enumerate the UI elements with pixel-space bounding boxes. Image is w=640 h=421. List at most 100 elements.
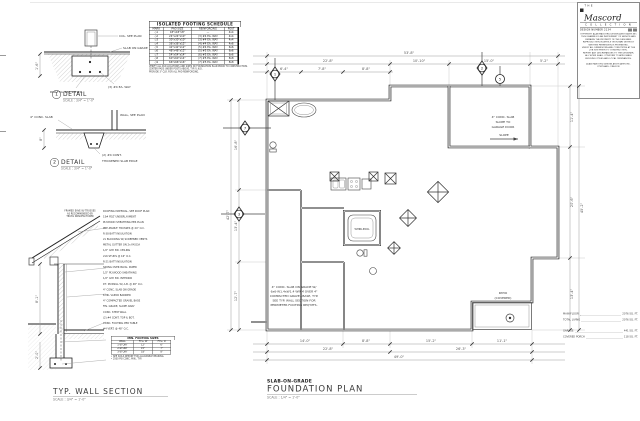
edge-tick xyxy=(0,131,6,132)
brand-collection: C O L L E C T I O N xyxy=(580,22,637,28)
dimension-lines xyxy=(229,54,581,362)
wall-section-geometry xyxy=(28,215,107,370)
dimension-texts: 53'-8" 22'-8" 10'-10" 15'-0" 5'-2" 6'-4"… xyxy=(226,51,584,359)
whirlpool-tub xyxy=(347,214,377,242)
svg-text:4" CONC. SLAB: 4" CONC. SLAB xyxy=(492,115,515,119)
text-line: • 2500 PSI CONC. MIN., TYP. xyxy=(111,358,142,361)
col-header: PAD SIZE xyxy=(163,26,192,32)
brand-row: THE Mascord xyxy=(580,5,637,23)
building-outline xyxy=(265,84,560,332)
text-line: ALAN MASCORD DESIGN ASSOCIATES INC. xyxy=(586,62,631,66)
text-line: R-21 BATT INSULATION xyxy=(103,260,132,264)
refrigerator xyxy=(361,178,372,190)
text-line: REMAINS THE PROPERTY OF THE DESIGNER. xyxy=(585,37,632,41)
detail1-title: 1 DETAIL SCALE : 3/4" = 1'-0" xyxy=(52,90,192,115)
text-line: 6 MIL VAPOR BARRIER xyxy=(103,294,131,298)
foundation-plan-svg: 1 7 3 2 5 53'-8" 22'-8" 10'-10" 15'-0" xyxy=(221,51,585,364)
title-block-footer: ALAN MASCORD DESIGN ASSOCIATES INC.PORTL… xyxy=(580,63,637,68)
brand-name: Mascord xyxy=(584,13,622,23)
plan-title-block: SLAB-ON-GRADE FOUNDATION PLAN SCALE : 1/… xyxy=(267,379,607,420)
plan-title-small: SLAB-ON-GRADE xyxy=(267,379,313,384)
svg-text:22'-8": 22'-8" xyxy=(323,59,334,63)
text-line: JOB SITE PRIOR TO CONSTRUCTION. xyxy=(589,48,628,52)
text-line: 1/2" PLYWOOD SHEATHING xyxy=(103,271,137,275)
plan-scale: SCALE : 1/4" = 1'-0" xyxy=(267,395,300,400)
range xyxy=(347,177,361,191)
covered-porch xyxy=(472,302,532,330)
svg-text:WHIRLPOOL: WHIRLPOOL xyxy=(354,227,370,231)
text-line: COPYRIGHT ALAN MASCORD DESIGN ASSOCIATES… xyxy=(580,32,637,36)
plan-notes: 4" CONC. SLAB SLOPE TO GARAGE DOOR SLOPE… xyxy=(270,115,514,307)
plan-title: FOUNDATION PLAN xyxy=(267,384,417,395)
slope-arrow xyxy=(490,137,518,141)
footing-schedule-title: ISOLATED FOOTING SCHEDULE xyxy=(149,21,241,27)
svg-text:5'-2": 5'-2" xyxy=(540,59,548,63)
text-line: #4 VERT. @ 48" O.C. xyxy=(103,327,129,331)
svg-text:12'-7": 12'-7" xyxy=(234,290,238,301)
col-header: POST xyxy=(224,26,239,32)
detail2-title-text: DETAIL xyxy=(61,158,93,167)
detail2-dim: 8" xyxy=(39,137,43,141)
pad-footing xyxy=(384,172,397,185)
marker-bubble: 3 xyxy=(238,212,240,216)
toilet xyxy=(356,249,364,257)
pad-footing xyxy=(329,171,340,182)
detail1-label: (3) #4 EA. WAY xyxy=(108,85,131,89)
text-line: VERIFY ALL DIMENSIONS AND CONDITIONS AT … xyxy=(581,46,636,49)
title-block: THE Mascord C O L L E C T I O N DESIGN N… xyxy=(577,2,640,99)
svg-text:PATIO: PATIO xyxy=(499,291,508,295)
detail1-geometry xyxy=(38,29,130,89)
detail1-label: SLAB ON GRADE xyxy=(123,46,148,50)
svg-text:PERIMETER FOOTING REQ'MTS.: PERIMETER FOOTING REQ'MTS. xyxy=(270,303,317,307)
wall-table-footnotes: • SEE SOILS REPORT FOR ALLOWABLE BEARING… xyxy=(111,356,175,361)
edge-tick xyxy=(0,55,6,56)
svg-text:13'-4": 13'-4" xyxy=(234,220,238,231)
text-line: PORTLAND, OREGON xyxy=(597,65,620,68)
text-line: 1/2" GYP. BD. CEILING xyxy=(103,249,131,253)
wall-section-title-block: TYP. WALL SECTION SCALE : 3/4" = 1'-0" xyxy=(53,387,313,416)
detail2-label: 4" CONC. SLAB xyxy=(30,115,53,119)
detail2-label: WALL, SEE PLAN xyxy=(120,113,145,117)
text-line: ALL WORK SHALL CONFORM TO APPLICABLE xyxy=(585,54,632,57)
text-line: R-38 BATT INSULATION xyxy=(103,232,132,236)
pad-footing xyxy=(368,171,379,182)
interior-walls xyxy=(251,189,381,330)
kitchen-sink xyxy=(330,177,347,191)
svg-text:SLOPE TO: SLOPE TO xyxy=(496,120,511,124)
svg-text:8'-8": 8'-8" xyxy=(362,67,370,71)
brand-logo-square xyxy=(580,8,584,12)
pad-footing xyxy=(426,180,450,204)
detail2-label: THICKENED SLAB EDGE xyxy=(101,159,138,163)
svg-text:6x6-W1.4xW1.4 WWM OVER 4": 6x6-W1.4xW1.4 WWM OVER 4" xyxy=(271,290,318,294)
svg-text:20'-6": 20'-6" xyxy=(570,196,574,207)
porch-column xyxy=(505,313,515,323)
svg-text:10'-10": 10'-10" xyxy=(413,59,426,63)
pad-footing xyxy=(387,241,401,255)
svg-text:42'-7": 42'-7" xyxy=(226,209,230,220)
detail2-title: 2 DETAIL SCALE : 3/4" = 1'-0" xyxy=(50,158,190,183)
text-line: REPORT ANY DISCREPANCIES TO THE DESIGNER… xyxy=(582,51,635,54)
text-line: 15# FELT UNDERLAYMENT xyxy=(103,215,137,219)
svg-text:11'-1": 11'-1" xyxy=(497,339,508,343)
text-line: THIS DRAWING IS AN INSTRUMENT OF SERVICE… xyxy=(581,35,636,38)
svg-text:SEE TYP. WALL SECTION FOR: SEE TYP. WALL SECTION FOR xyxy=(272,299,315,303)
svg-text:(COVERED): (COVERED) xyxy=(495,296,512,300)
pad-footing xyxy=(267,100,290,117)
svg-text:COMPACTED GRAVEL BASE, TYP.: COMPACTED GRAVEL BASE, TYP. xyxy=(270,294,318,298)
text-line: BUILDING CODES AND LOCAL ORDINANCES. xyxy=(585,56,632,60)
sheet-edge-line xyxy=(30,2,608,3)
pad-footing xyxy=(399,209,417,227)
detail1-number-bubble: 1 xyxy=(52,90,61,99)
wall-section-drawing: 8'-1" 2'-0" xyxy=(28,215,107,370)
wall-section-dim: 2'-0" xyxy=(35,351,39,359)
text-line: • SEE SOILS REPORT FOR ALLOWABLE BEARING… xyxy=(111,355,165,359)
text-line: 1/2" GYP. BD. INTERIOR xyxy=(103,277,133,281)
text-line: METAL GUTTER ON 2x FASCIA xyxy=(103,243,141,247)
marker-bubble: 2 xyxy=(481,66,483,70)
